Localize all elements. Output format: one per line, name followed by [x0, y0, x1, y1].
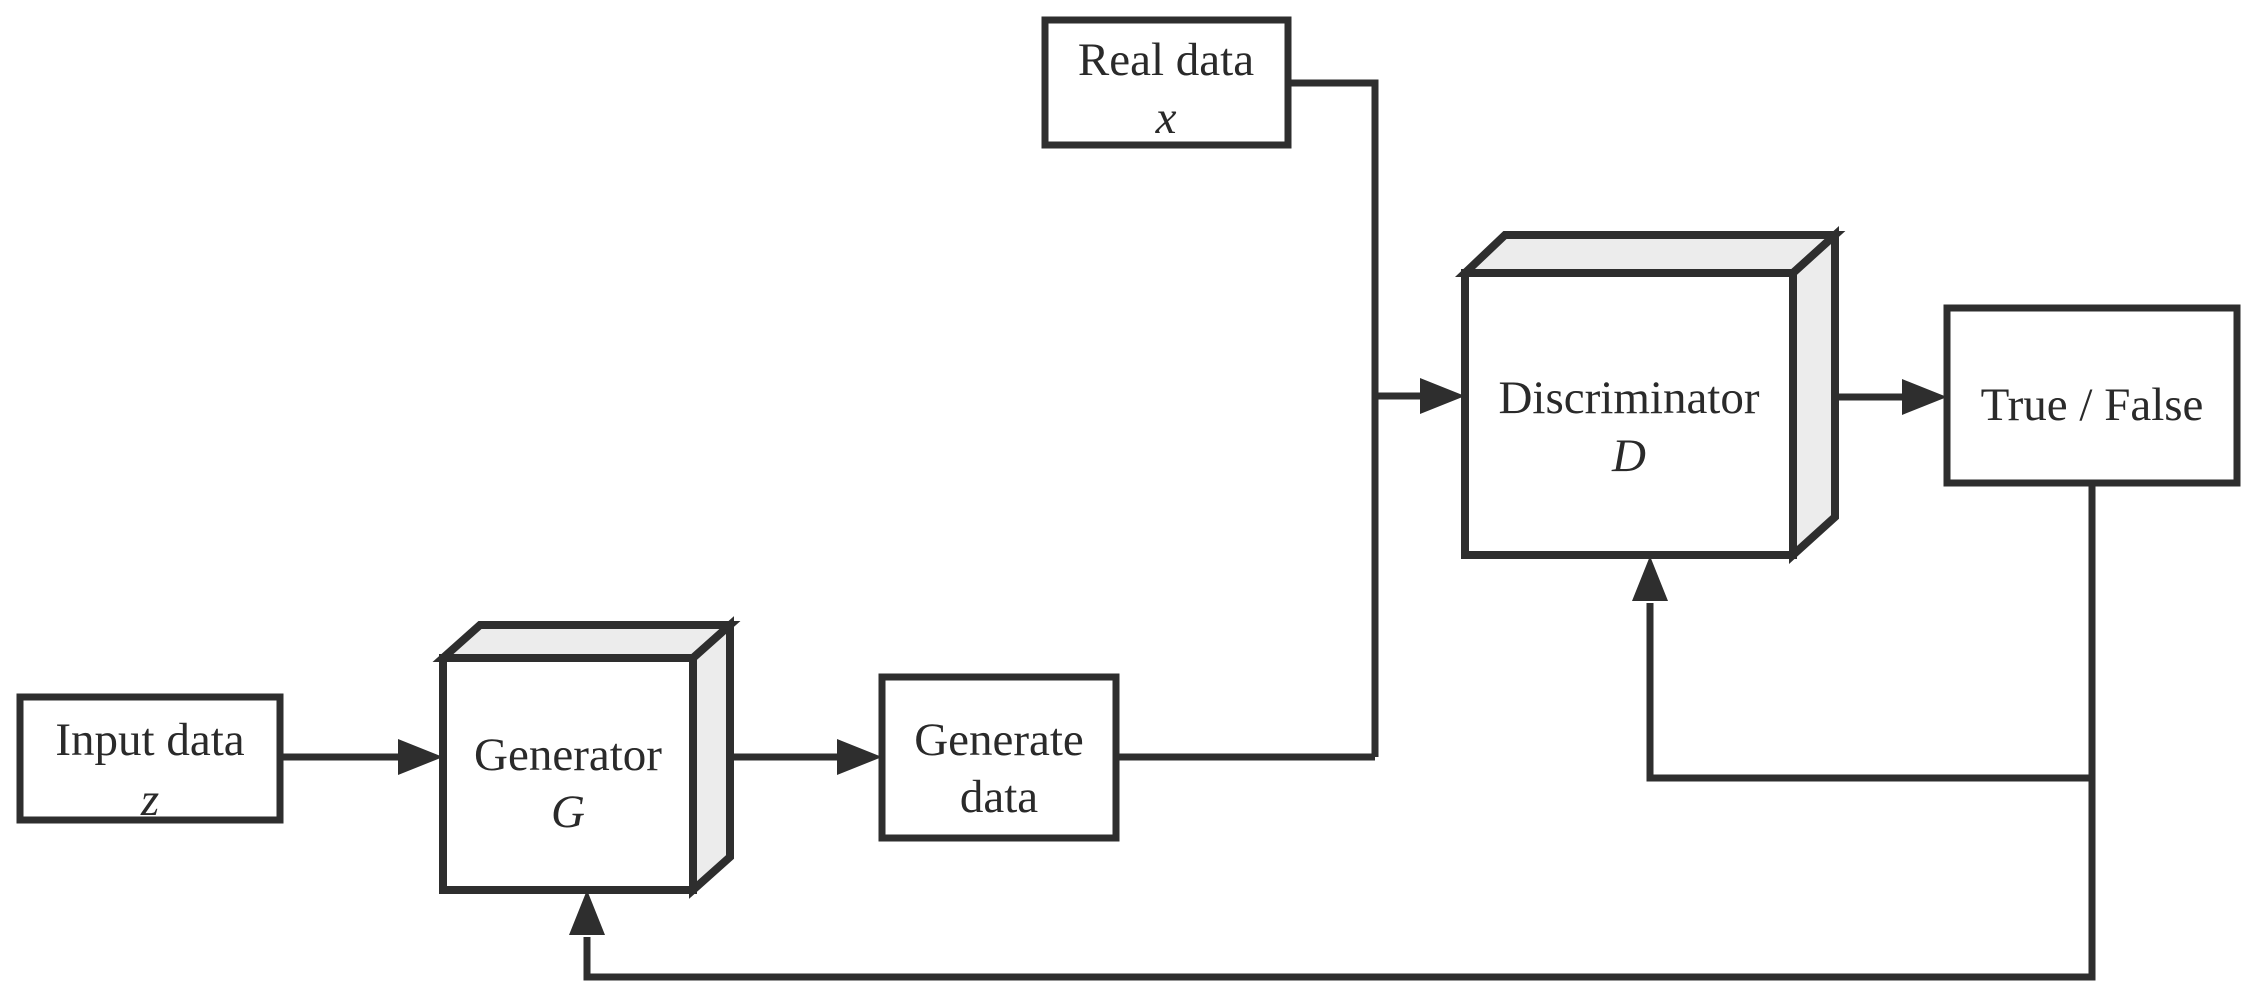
generator-box-top-face [432, 621, 741, 662]
real-data-box [1041, 16, 1292, 149]
generator-box-front-face [439, 654, 697, 894]
arrowhead-into-discriminator-bottom [1632, 556, 1668, 601]
real-data-label: Real data [1078, 34, 1254, 86]
input-data-node: Input data z [16, 693, 284, 826]
arrowhead-into-generator-left [398, 739, 443, 775]
discriminator-box-side-face [1789, 225, 1839, 565]
generate-data-box [878, 673, 1120, 842]
discriminator-node: Discriminator D [1454, 225, 1846, 565]
connector-feedback-to-discriminator [1646, 603, 2092, 782]
output-label: True / False [1981, 379, 2204, 431]
output-box [1943, 304, 2241, 487]
real-data-node: Real data x [1041, 16, 1292, 149]
discriminator-symbol: D [1611, 430, 1646, 482]
input-data-label: Input data [55, 714, 244, 766]
arrowhead-into-generate-data [837, 739, 882, 775]
generate-data-node: Generate data [878, 673, 1120, 842]
generate-data-label-line2: data [960, 771, 1038, 823]
input-data-box [16, 693, 284, 824]
generate-data-label-line1: Generate [914, 714, 1084, 766]
discriminator-box-top-face [1454, 231, 1846, 277]
output-node: True / False [1943, 304, 2241, 487]
input-data-symbol: z [140, 774, 159, 826]
connector-feedback-to-generator [583, 483, 2096, 981]
generator-symbol: G [551, 786, 585, 838]
arrowhead-into-output-box [1902, 379, 1947, 415]
arrowhead-into-discriminator-left [1420, 378, 1465, 414]
generator-label: Generator [474, 729, 662, 781]
generator-box-side-face [689, 616, 734, 899]
generator-node: Generator G [432, 616, 741, 899]
discriminator-label: Discriminator [1498, 372, 1759, 424]
discriminator-box-front-face [1461, 269, 1797, 559]
connector-real-data-to-junction [1288, 79, 1379, 757]
arrowhead-into-generator-bottom [569, 890, 605, 935]
real-data-symbol: x [1155, 92, 1177, 144]
